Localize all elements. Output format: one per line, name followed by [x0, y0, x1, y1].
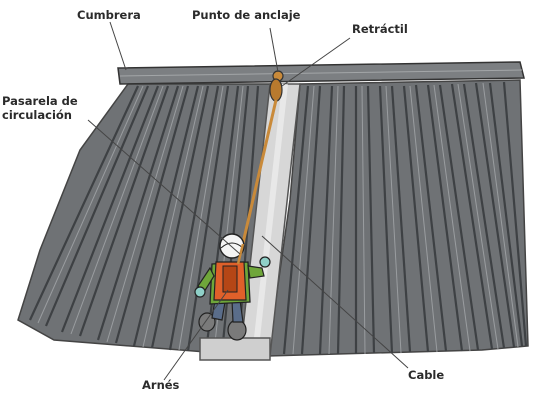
leader-anchor	[269, 27, 279, 73]
leader-walkway	[87, 119, 241, 255]
leader-harness	[163, 289, 229, 381]
label-cable: Cable	[408, 368, 445, 382]
leader-ridge	[109, 21, 127, 71]
retractable-device	[269, 78, 283, 102]
left-roof-panel	[17, 83, 273, 357]
leader-retractable	[281, 37, 351, 87]
right-roof-panel	[267, 79, 529, 357]
label-harness: Arnés	[142, 378, 180, 392]
leader-lines	[87, 21, 409, 381]
label-walkway: Pasarela de circulación	[2, 94, 78, 122]
label-walkway-line2: circulación	[2, 108, 72, 122]
label-retractable: Retráctil	[352, 22, 408, 36]
label-anchor-point: Punto de anclaje	[192, 8, 301, 22]
walkway	[199, 83, 301, 361]
label-ridge: Cumbrera	[77, 8, 141, 22]
leader-cable	[261, 235, 409, 369]
lifeline-cable	[241, 99, 278, 244]
ridge-cap	[117, 61, 525, 85]
label-walkway-line1: Pasarela de	[2, 94, 78, 108]
walkway-end-step	[199, 337, 271, 361]
